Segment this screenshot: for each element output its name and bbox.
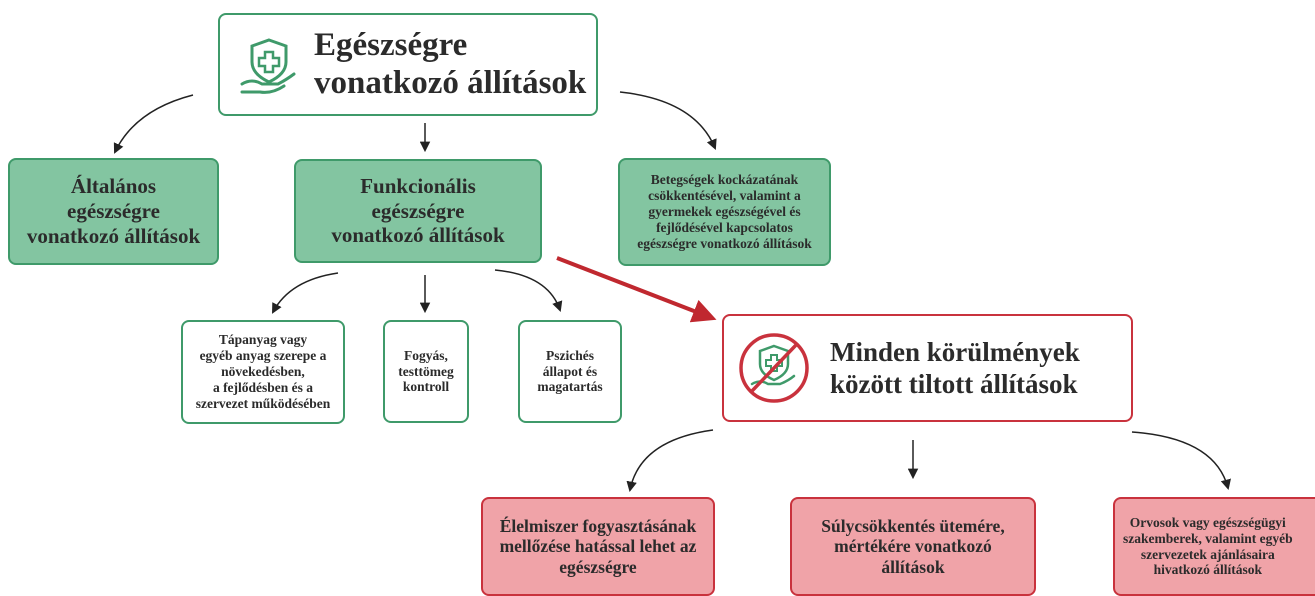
general-line2: egészségre [67,199,160,224]
general-line3: vonatkozó állítások [26,223,201,248]
nutrient-line3: növekedésben, [221,364,305,380]
disease-line2: csökkentésével, valamint a [648,188,801,204]
food-line3: egészségre [559,556,637,577]
red-arrow-to-prohibited [556,256,717,323]
top-title-line1: Egészségre [314,26,468,63]
prohibited-health-icon [738,332,810,404]
functional-health-claims-node: Funkcionális egészségre vonatkozó állítá… [294,159,542,263]
nutrient-line4: a fejlődésben és a [212,379,314,395]
weight-line1: Fogyás, [404,347,448,363]
food-avoidance-node: Élelmiszer fogyasztásának mellőzése hatá… [481,497,715,596]
disease-line4: fejlődésével kapcsolatos [656,219,793,235]
disease-line3: gyermekek egészségével és [648,204,801,220]
top-title-line2: vonatkozó állítások [314,64,587,101]
rate-line3: állítások [881,556,945,577]
weight-control-node: Fogyás, testtömeg kontroll [383,320,469,423]
rate-line2: mértékére vonatkozó [834,536,992,557]
doctors-line1: Orvosok vagy egészségügyi [1129,514,1286,530]
arrow-to-psych [494,269,563,312]
nutrient-line2: egyéb anyag szerepe a [199,348,327,364]
health-claims-node: Egészségre vonatkozó állítások [218,13,598,116]
functional-line1: Funkcionális [360,173,476,198]
weight-line2: testtömeg [398,363,454,379]
rate-line1: Súlycsökkentés ütemére, [821,515,1005,536]
disease-line5: egészségre vonatkozó állítások [637,235,812,251]
arrow-to-doctors [1131,431,1231,491]
functional-line2: egészségre [371,198,465,223]
food-line2: mellőzése hatással lehet az [499,536,697,557]
nutrient-role-node: Tápanyag vagy egyéb anyag szerepe a növe… [181,320,345,424]
prohibited-title-line2: között tiltott állítások [830,369,1078,399]
doctors-line2: szakemberek, valamint egyéb [1123,530,1293,546]
psych-state-node: Pszichés állapot és magatartás [518,320,622,423]
professional-reference-node: Orvosok vagy egészségügyi szakemberek, v… [1113,497,1315,596]
disease-line1: Betegségek kockázatának [650,172,799,188]
food-line1: Élelmiszer fogyasztásának [499,515,697,536]
psych-line3: magatartás [537,379,603,395]
disease-risk-claims-node: Betegségek kockázatának csökkentésével, … [618,158,831,266]
arrow-to-disease-risk [619,91,717,150]
psych-line1: Pszichés [545,347,594,363]
nutrient-line5: szervezet működésében [195,395,331,411]
doctors-line4: hivatkozó állítások [1153,562,1262,578]
arrow-to-general [113,94,194,154]
psych-line2: állapot és [542,363,598,379]
general-health-claims-node: Általános egészségre vonatkozó állítások [8,158,219,265]
weight-loss-rate-node: Súlycsökkentés ütemére, mértékére vonatk… [790,497,1036,596]
functional-line3: vonatkozó állítások [331,223,505,248]
arrow-to-food [626,429,714,493]
general-line1: Általános [70,174,157,199]
nutrient-line1: Tápanyag vagy [218,332,308,348]
arrow-to-nutrient [272,272,339,314]
doctors-line3: szervezetek ajánlásaira [1140,546,1275,562]
health-hand-icon [238,34,300,96]
prohibited-title-line1: Minden körülmények [830,336,1080,367]
prohibited-claims-node: Minden körülmények között tiltott állítá… [722,314,1133,422]
weight-line3: kontroll [402,379,450,395]
